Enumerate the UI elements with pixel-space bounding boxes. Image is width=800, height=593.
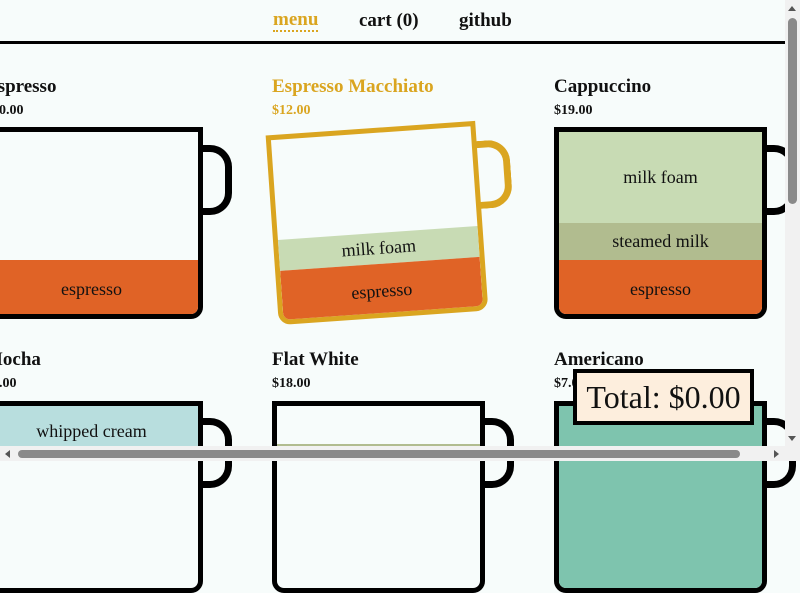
product-title: Espresso [0, 76, 57, 97]
scroll-right-icon[interactable] [774, 450, 779, 458]
cup-mocha[interactable]: whipped cream [0, 401, 203, 593]
cup-cappuccino[interactable]: milk foam steamed milk espresso [554, 127, 767, 319]
product-card-cappuccino[interactable]: Cappuccino $19.00 [554, 76, 800, 119]
product-title: Americano [554, 349, 644, 370]
horizontal-scroll-thumb[interactable] [18, 450, 740, 458]
scroll-down-icon[interactable] [788, 436, 796, 441]
product-title: Flat White [272, 349, 359, 370]
scroll-left-icon[interactable] [5, 450, 10, 458]
top-nav: menu cart (0) github [0, 0, 785, 44]
product-card-mocha[interactable]: Mocha $8.00 [0, 349, 245, 392]
product-price: $19.00 [554, 103, 593, 118]
nav-github-link[interactable]: github [459, 10, 512, 31]
product-card-flat-white[interactable]: Flat White $18.00 [272, 349, 532, 392]
product-price: $10.00 [0, 103, 24, 118]
layer-steamed-milk: steamed milk [559, 223, 762, 260]
nav-menu-link[interactable]: menu [273, 9, 319, 32]
cup-handle [198, 145, 232, 215]
vertical-scrollbar[interactable] [785, 0, 800, 461]
cup-espresso-macchiato[interactable]: milk foam espresso [265, 120, 489, 326]
horizontal-scrollbar[interactable] [0, 446, 785, 461]
layer-espresso: espresso [559, 260, 762, 314]
product-price: $8.00 [0, 376, 17, 391]
product-title: Espresso Macchiato [272, 76, 434, 97]
cart-total: Total: $0.00 [573, 369, 754, 425]
product-price: $12.00 [272, 103, 311, 118]
scroll-up-icon[interactable] [788, 6, 796, 11]
cup-espresso[interactable]: espresso [0, 127, 203, 319]
layer-espresso: espresso [0, 260, 198, 314]
product-title: Cappuccino [554, 76, 652, 97]
layer-water [559, 406, 762, 588]
nav-cart-link[interactable]: cart (0) [359, 10, 419, 31]
product-title: Mocha [0, 349, 41, 370]
vertical-scroll-thumb[interactable] [788, 18, 797, 204]
cup-flat-white[interactable] [272, 401, 485, 593]
product-card-espresso-macchiato[interactable]: Espresso Macchiato $12.00 [272, 76, 532, 119]
layer-milk-foam: milk foam [559, 132, 762, 223]
product-price: $18.00 [272, 376, 311, 391]
cup-americano[interactable] [554, 401, 767, 593]
product-card-espresso[interactable]: Espresso $10.00 [0, 76, 245, 119]
